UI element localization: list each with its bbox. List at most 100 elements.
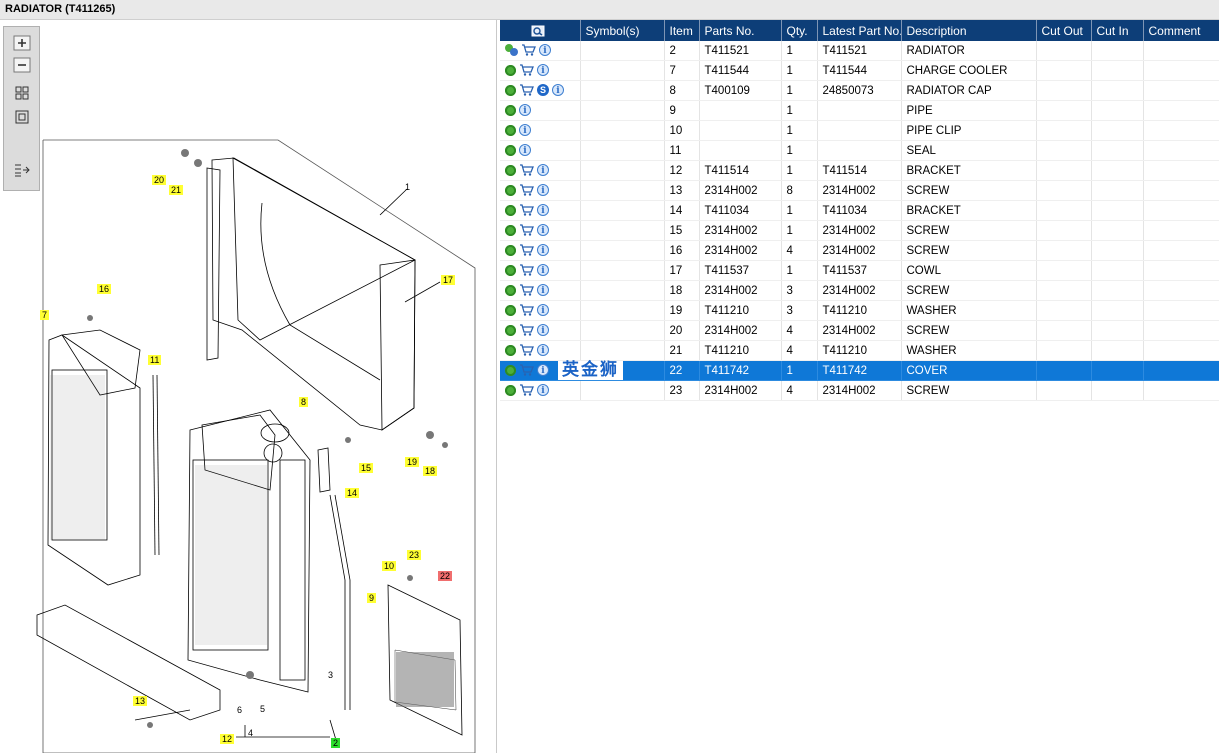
callout-17[interactable]: 17 <box>441 275 456 285</box>
gear-icon[interactable] <box>505 244 516 256</box>
info-icon[interactable]: i <box>537 364 549 377</box>
row-icons[interactable]: i <box>500 60 581 81</box>
callout-11[interactable]: 11 <box>148 355 162 365</box>
row-icons[interactable]: i <box>500 260 581 281</box>
gear-icon[interactable] <box>505 144 516 156</box>
info-icon[interactable]: i <box>537 304 549 317</box>
col-header-comment[interactable]: Comment <box>1143 20 1219 41</box>
row-icons[interactable]: i <box>500 160 581 181</box>
info-icon[interactable]: i <box>537 204 549 217</box>
callout-19[interactable]: 19 <box>405 457 420 467</box>
gear-icon[interactable] <box>505 64 516 76</box>
zoom-in-icon[interactable] <box>13 35 31 51</box>
cart-icon[interactable] <box>519 244 534 257</box>
gear-icon[interactable] <box>505 264 516 276</box>
gear-icon[interactable] <box>505 364 516 376</box>
callout-20[interactable]: 20 <box>152 175 167 185</box>
gear-icon[interactable] <box>505 224 516 236</box>
cart-icon[interactable] <box>519 164 534 177</box>
row-icons[interactable]: i <box>500 340 581 361</box>
info-icon[interactable]: i <box>539 44 551 57</box>
cart-icon[interactable] <box>519 284 534 297</box>
col-header-tools[interactable] <box>500 20 581 41</box>
row-icons[interactable]: i <box>500 41 581 61</box>
cart-icon[interactable] <box>519 204 534 217</box>
info-icon[interactable]: i <box>519 124 531 137</box>
row-icons[interactable]: i <box>500 120 581 141</box>
col-header-parts-no[interactable]: Parts No. <box>699 20 782 41</box>
gear-icon[interactable] <box>505 284 516 296</box>
gear-icon[interactable] <box>505 304 516 316</box>
row-icons[interactable]: i <box>500 320 581 341</box>
callout-8[interactable]: 8 <box>299 397 309 407</box>
info-icon[interactable]: i <box>537 184 549 197</box>
gear-icon[interactable] <box>505 324 516 336</box>
col-header-symbols[interactable]: Symbol(s) <box>580 20 665 41</box>
gear-icon[interactable] <box>505 124 516 136</box>
gear-icon[interactable] <box>505 384 516 396</box>
callout-22[interactable]: 22 <box>438 571 453 581</box>
search-parts-icon[interactable] <box>531 25 545 37</box>
drawing-pane[interactable]: 1 2 3 4 5 6 7 8 9 10 11 12 13 14 15 16 1… <box>0 20 497 753</box>
info-icon[interactable]: i <box>537 264 549 277</box>
cart-icon[interactable] <box>519 324 534 337</box>
cart-icon[interactable] <box>519 84 534 97</box>
row-icons[interactable]: i <box>500 380 581 401</box>
callout-9[interactable]: 9 <box>367 593 377 603</box>
callout-7[interactable]: 7 <box>40 310 50 320</box>
col-header-latest-part-no[interactable]: Latest Part No. <box>817 20 902 41</box>
callout-2[interactable]: 2 <box>331 738 341 748</box>
gear-icon[interactable] <box>505 184 516 196</box>
row-icons[interactable]: i <box>500 140 581 161</box>
callout-23[interactable]: 23 <box>407 550 422 560</box>
cart-icon[interactable] <box>519 384 534 397</box>
row-icons[interactable]: i <box>500 200 581 221</box>
info-icon[interactable]: i <box>519 144 531 157</box>
fit-grid-icon[interactable] <box>13 85 31 101</box>
row-icons[interactable]: i <box>500 180 581 201</box>
cart-icon[interactable] <box>519 304 534 317</box>
col-header-qty[interactable]: Qty. <box>781 20 818 41</box>
callout-4[interactable]: 4 <box>248 728 254 738</box>
row-icons[interactable]: i <box>500 220 581 241</box>
callout-15[interactable]: 15 <box>359 463 374 473</box>
info-icon[interactable]: i <box>537 244 549 257</box>
row-icons[interactable]: i <box>500 100 581 121</box>
cart-icon[interactable] <box>519 184 534 197</box>
info-icon[interactable]: i <box>537 224 549 237</box>
callout-14[interactable]: 14 <box>345 488 360 498</box>
zoom-out-icon[interactable] <box>13 57 31 73</box>
callout-10[interactable]: 10 <box>382 561 397 571</box>
callout-21[interactable]: 21 <box>169 185 184 195</box>
cart-icon[interactable] <box>519 364 534 377</box>
info-icon[interactable]: i <box>537 384 549 397</box>
callout-12[interactable]: 12 <box>220 734 235 744</box>
gear-icon[interactable] <box>505 344 516 356</box>
list-toggle-icon[interactable] <box>13 162 31 178</box>
col-header-description[interactable]: Description <box>901 20 1037 41</box>
gear-icon[interactable] <box>505 164 516 176</box>
info-icon[interactable]: i <box>537 344 549 357</box>
gear-icon[interactable] <box>505 204 516 216</box>
callout-13[interactable]: 13 <box>133 696 148 706</box>
callout-5[interactable]: 5 <box>260 704 266 714</box>
callout-3[interactable]: 3 <box>328 670 334 680</box>
callout-18[interactable]: 18 <box>423 466 438 476</box>
info-icon[interactable]: i <box>537 324 549 337</box>
supersession-icon[interactable]: S <box>537 84 549 97</box>
row-icons[interactable]: i <box>500 300 581 321</box>
